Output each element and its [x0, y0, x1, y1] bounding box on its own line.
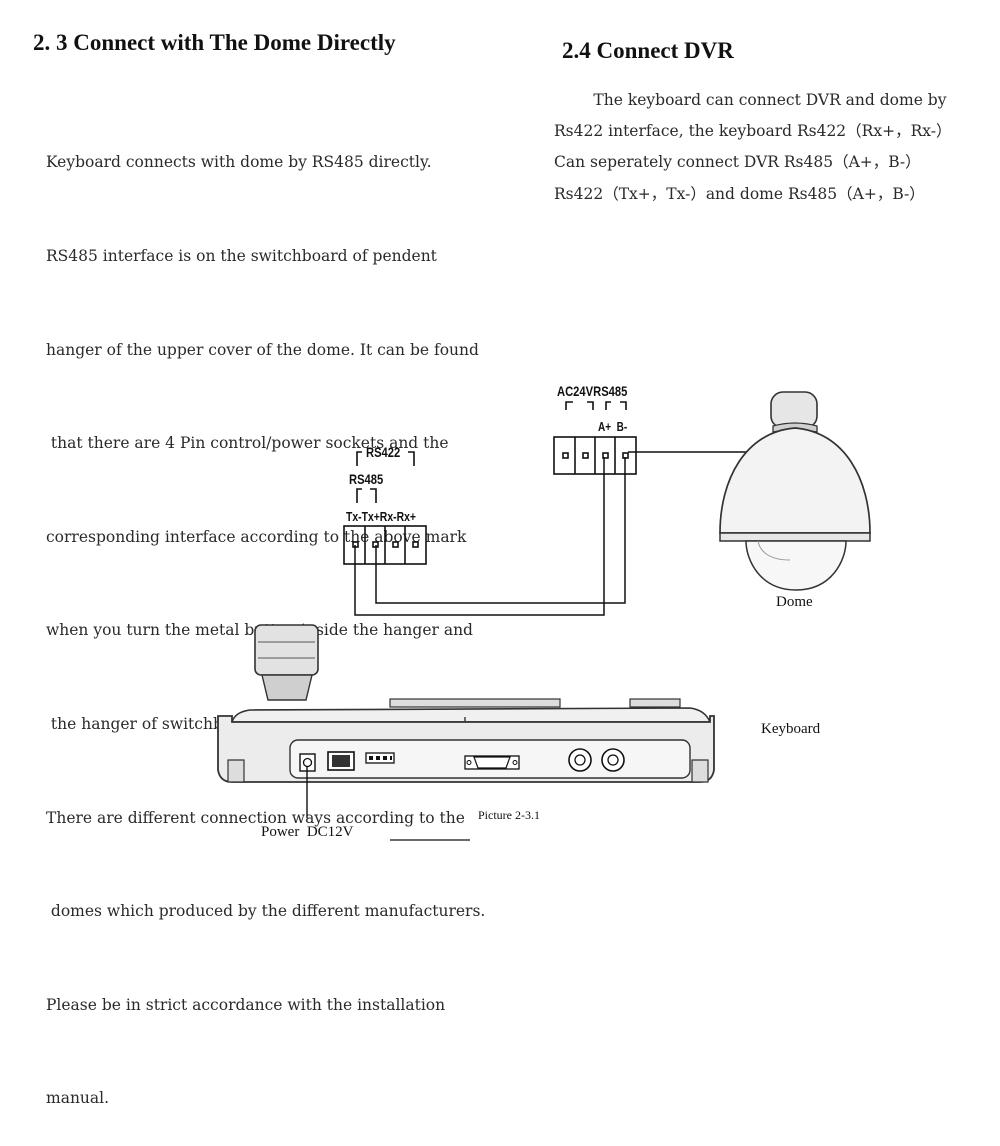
body-line: RS485 interface is on the switchboard of… — [46, 247, 437, 265]
body-line: that there are 4 Pin control/power socke… — [46, 434, 449, 453]
keyboard-label: Keyboard — [761, 721, 821, 737]
figure-caption: Picture 2-3.1 — [478, 808, 540, 822]
body-line: domes which produced by the different ma… — [46, 902, 486, 921]
section-2-3-heading: 2. 3 Connect with The Dome Directly — [33, 30, 396, 55]
power-label: Power DC12V — [261, 824, 354, 840]
section-2-4-body: The keyboard can connect DVR and dome by… — [554, 85, 951, 210]
body-line: Rs422（Tx+，Tx-）and dome Rs485（A+，B-） — [554, 184, 925, 203]
dome-terminal-top-label: AC24VRS485 — [557, 383, 628, 399]
dome-terminal-block — [553, 401, 637, 475]
body-line: Keyboard connects with dome by RS485 dir… — [46, 153, 432, 172]
connection-diagram — [217, 391, 871, 841]
body-line: hanger of the upper cover of the dome. I… — [46, 340, 479, 359]
body-line: Please be in strict accordance with the … — [46, 995, 446, 1014]
section-2-4-heading: 2.4 Connect DVR — [562, 38, 734, 63]
body-line: Rs422 interface, the keyboard Rs422（Rx+，… — [554, 122, 952, 141]
dome-terminal-pin-label: A+ B- — [598, 420, 628, 434]
rs485-label: RS485 — [349, 471, 384, 487]
dome-camera — [719, 391, 871, 591]
keyboard-device — [217, 624, 715, 818]
dome-label: Dome — [776, 594, 813, 610]
keyboard-terminal-pin-label: Tx-Tx+Rx-Rx+ — [346, 509, 416, 524]
body-line: Can seperately connect DVR Rs485（A+，B-） — [554, 153, 921, 172]
rs422-label: RS422 — [366, 444, 401, 460]
body-line: The keyboard can connect DVR and dome by — [554, 91, 947, 109]
body-line: There are different connection ways acco… — [46, 808, 465, 827]
body-line: manual. — [46, 1089, 110, 1108]
body-line: corresponding interface according to the… — [46, 527, 467, 546]
keyboard-terminal-block — [343, 451, 427, 565]
